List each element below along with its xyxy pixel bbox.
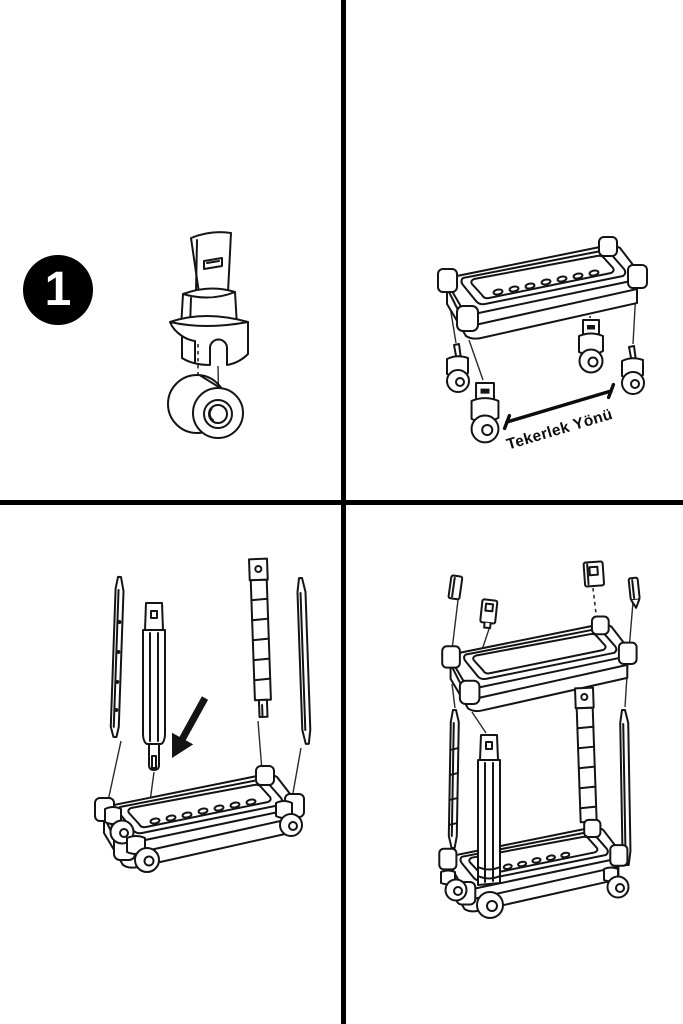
dimension-tick	[505, 416, 510, 429]
leader-line	[469, 340, 483, 380]
base-holes	[150, 799, 256, 824]
caster-blade-left	[447, 344, 469, 392]
caster-fork-bracket	[170, 316, 248, 365]
caster-blade-right	[622, 346, 644, 394]
clip-cap-back	[584, 561, 605, 586]
dimension-line	[507, 391, 611, 422]
step-1-badge: 1	[23, 255, 93, 325]
pole-thin-left	[110, 577, 124, 737]
wheel-direction-dimension: Tekerlek Yönü	[505, 385, 615, 453]
vertical-divider	[341, 0, 346, 1024]
caster-wheel	[168, 375, 243, 438]
horizontal-divider	[0, 500, 683, 505]
final-assembly-illustration	[348, 542, 660, 942]
caster-stem-tab	[191, 232, 231, 293]
caster-right	[604, 868, 629, 898]
bottom-tray-holes	[503, 852, 569, 869]
shelf-with-casters-illustration: Tekerlek Yönü	[345, 228, 675, 453]
leader-line	[472, 712, 486, 733]
caster-front	[127, 836, 159, 872]
caster-right	[276, 801, 302, 836]
pole-ladder-back	[575, 688, 598, 823]
caster-assembly-illustration	[155, 222, 285, 457]
shelf-tray	[438, 237, 647, 339]
leader-line	[452, 600, 458, 650]
top-shelf-corner-posts	[442, 617, 636, 704]
pole-thin-right	[297, 578, 311, 744]
pole-thin-left	[449, 710, 459, 848]
leader-line	[258, 721, 262, 771]
shelf-holes	[493, 270, 599, 295]
pole-ladder-back	[249, 559, 273, 718]
pole-tube-front	[477, 735, 503, 918]
pole-thin-right	[620, 710, 631, 865]
leader-line	[452, 684, 455, 708]
caster-square-front	[472, 383, 499, 442]
caster-square-back	[579, 320, 603, 373]
clip-cap-right	[629, 578, 641, 609]
wheel-direction-label: Tekerlek Yönü	[505, 406, 615, 453]
pole-tube-front	[143, 603, 165, 770]
leader-line	[108, 741, 121, 801]
clip-cap-left	[448, 575, 462, 599]
bottom-tray	[439, 820, 627, 912]
step-1-number: 1	[44, 262, 72, 316]
insert-direction-arrow	[172, 696, 209, 758]
top-shelf-tray	[442, 617, 636, 712]
leader-line	[293, 748, 301, 793]
dimension-tick	[609, 385, 614, 398]
step-1-panel: 1	[0, 0, 341, 500]
caster-left	[441, 871, 467, 901]
shelf-corner-posts	[438, 237, 647, 331]
poles-into-base-illustration	[88, 545, 328, 895]
clip-cap-front	[480, 599, 498, 628]
